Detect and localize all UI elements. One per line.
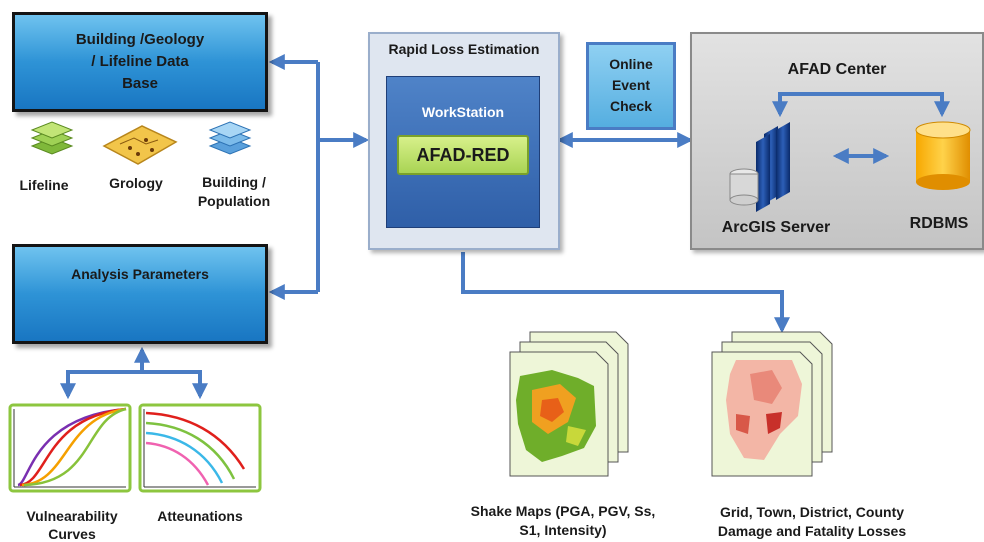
building-layers-icon [208,121,252,155]
online-event-check-box: Online Event Check [586,42,676,130]
vulnerability-curves-chart [8,403,132,493]
afad-center-graphics [729,92,971,212]
arrow-to-outputs [461,252,790,334]
afad-red-label: AFAD-RED [416,145,510,165]
attenuation-curves-chart [138,403,262,493]
building-label-line1: Building / [202,174,266,190]
lifeline-label: Lifeline [19,177,69,193]
building-label-line2: Population [197,193,271,209]
rdbms-label: RDBMS [909,215,969,232]
afad-center-title: AFAD Center [787,61,887,78]
shake-maps-icon [509,331,629,477]
online-event-line3: Check [609,98,653,114]
rapid-loss-panel: Rapid Loss Estimation WorkStation AFAD-R… [368,32,560,250]
workstation-label: WorkStation [421,104,505,120]
arcgis-server-label: ArcGIS Server [721,219,831,236]
geology-label: Grology [109,175,163,191]
workstation-box: WorkStation AFAD-RED [386,76,540,228]
analysis-parameters-box: Analysis Parameters [12,244,268,344]
lifeline-layers-icon [30,121,74,155]
data-base-line2: / Lifeline Data [91,53,189,70]
analysis-parameters-title: Analysis Parameters [71,266,209,282]
loss-maps-icon [711,331,833,477]
online-event-line1: Online [609,56,653,72]
losses-label-line1: Grid, Town, District, County [719,504,905,520]
data-base-box: Building /Geology / Lifeline Data Base [12,12,268,112]
afad-center-panel: AFAD Center [690,32,984,250]
vulnerability-label-line1: Vulnearability [26,508,118,524]
online-event-line2: Event [611,77,651,93]
shake-maps-label-line2: S1, Intensity) [519,522,607,538]
shake-maps-label-line1: Shake Maps (PGA, PGV, Ss, [470,503,656,519]
afad-red-box: AFAD-RED [397,135,529,175]
curves-split-line [66,370,202,392]
losses-label-line2: Damage and Fatality Losses [717,523,907,539]
geology-map-icon [102,125,178,165]
data-base-line3: Base [122,75,158,92]
attenuation-label: Atteunations [157,508,243,524]
vulnerability-label-line2: Curves [48,526,96,542]
data-base-line1: Building /Geology [75,31,205,48]
rapid-loss-title: Rapid Loss Estimation [388,41,540,57]
